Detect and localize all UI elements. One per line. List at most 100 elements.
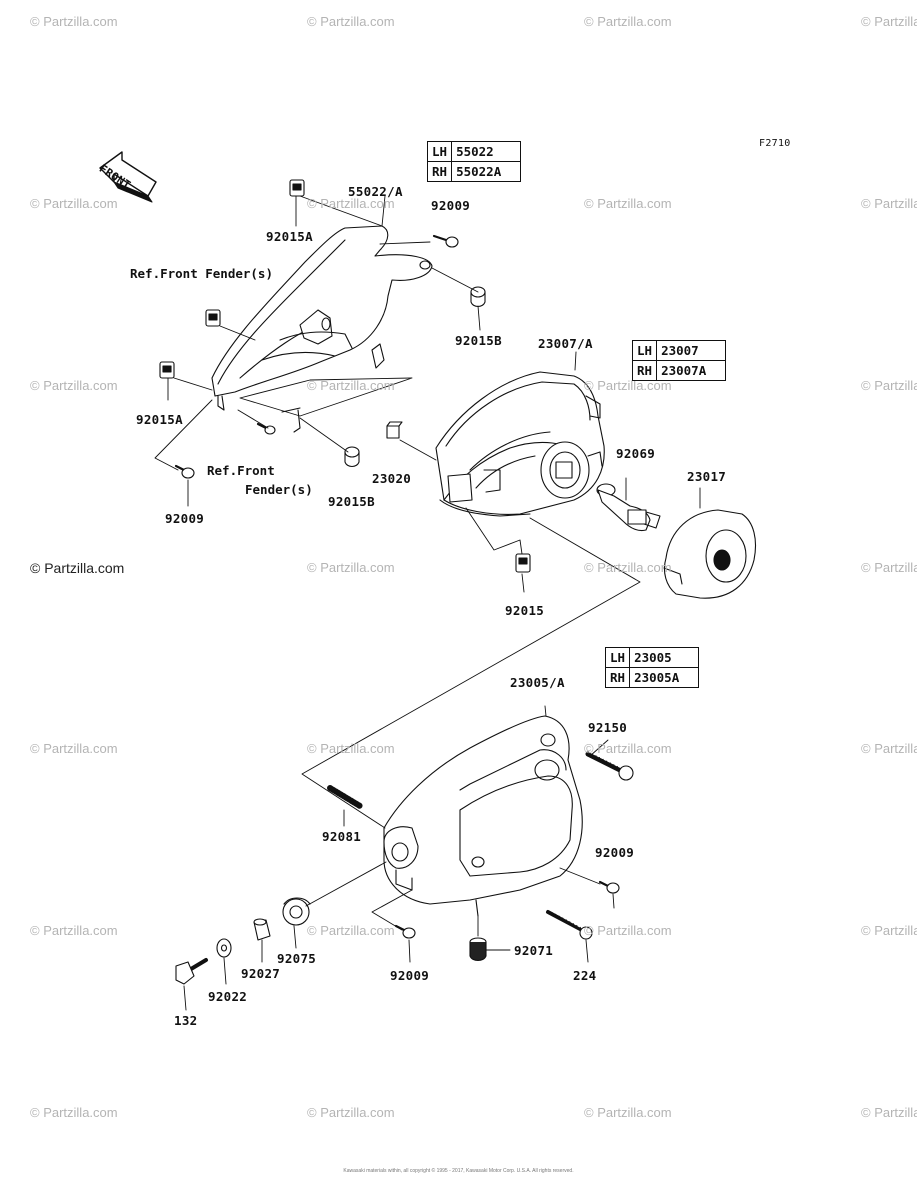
grommet-92071 — [469, 937, 487, 962]
front-arrow-icon — [99, 151, 157, 203]
watermark: © Partzilla.com — [861, 741, 917, 756]
part-label-92027[interactable]: 92027 — [241, 966, 281, 981]
part-cell: 23005 — [629, 647, 700, 668]
watermark: © Partzilla.com — [307, 923, 395, 938]
clip-fender — [205, 309, 221, 327]
watermark: © Partzilla.com — [307, 560, 395, 575]
table-row: RH 23005A — [604, 667, 700, 688]
part-label-92022[interactable]: 92022 — [208, 989, 248, 1004]
part-label-92081[interactable]: 92081 — [322, 829, 362, 844]
part-label-92015[interactable]: 92015 — [505, 603, 545, 618]
screw-92009-mid — [256, 422, 276, 435]
part-cell: 55022A — [451, 161, 522, 182]
part-label-92009[interactable]: 92009 — [431, 198, 471, 213]
watermark: © Partzilla.com — [307, 741, 395, 756]
watermark: © Partzilla.com — [861, 1105, 917, 1120]
grommet-92015b-mid — [344, 446, 360, 468]
watermark: © Partzilla.com — [30, 14, 118, 29]
clip-92015 — [515, 553, 531, 573]
part-label-92069[interactable]: 92069 — [616, 446, 656, 461]
part-label-23020[interactable]: 23020 — [372, 471, 412, 486]
watermark: © Partzilla.com — [584, 14, 672, 29]
side-cell: RH — [604, 667, 631, 688]
washer-92022 — [216, 938, 232, 958]
watermark: © Partzilla.com — [30, 378, 118, 393]
part-cell: 23007 — [656, 340, 727, 361]
part-label-92071[interactable]: 92071 — [514, 943, 554, 958]
side-table-23005: LH 23005 RH 23005A — [604, 647, 700, 688]
part-label-92009[interactable]: 92009 — [165, 511, 205, 526]
watermark: © Partzilla.com — [584, 1105, 672, 1120]
dust-cap-23017 — [663, 509, 757, 599]
screw-92009-bottom — [394, 924, 416, 939]
spring-92081 — [327, 785, 363, 809]
table-row: RH 23007A — [631, 360, 727, 381]
part-label-92075[interactable]: 92075 — [277, 951, 317, 966]
part-label-92015b[interactable]: 92015B — [328, 494, 375, 509]
part-label-92015b[interactable]: 92015B — [455, 333, 502, 348]
part-label-23017[interactable]: 23017 — [687, 469, 727, 484]
part-label-55022a[interactable]: 55022/A — [348, 184, 403, 199]
part-cell: 23007A — [656, 360, 727, 381]
figure-code: F2710 — [759, 138, 791, 149]
damper-92075 — [282, 897, 311, 926]
watermark: © Partzilla.com — [861, 14, 917, 29]
headlight-cover-55022 — [211, 225, 433, 433]
watermark: © Partzilla.com — [861, 378, 917, 393]
table-row: LH 23007 — [631, 340, 727, 361]
side-cell: RH — [426, 161, 453, 182]
watermark: © Partzilla.com — [30, 196, 118, 211]
bolt-224 — [546, 909, 593, 940]
part-label-23005a[interactable]: 23005/A — [510, 675, 565, 690]
collar-92027 — [253, 918, 271, 941]
watermark: © Partzilla.com — [584, 196, 672, 211]
part-label-92009[interactable]: 92009 — [595, 845, 635, 860]
table-row: RH 55022A — [426, 161, 522, 182]
ref-front-fender-2-line1: Ref.Front — [207, 463, 275, 478]
side-cell: LH — [631, 340, 658, 361]
part-label-23007a[interactable]: 23007/A — [538, 336, 593, 351]
watermark: © Partzilla.com — [307, 14, 395, 29]
table-row: LH 55022 — [426, 141, 522, 162]
table-row: LH 23005 — [604, 647, 700, 668]
screw-92009-right — [598, 880, 620, 894]
watermark: © Partzilla.com — [584, 741, 672, 756]
watermark: © Partzilla.com — [30, 1105, 118, 1120]
watermark: © Partzilla.com — [30, 923, 118, 938]
watermark: © Partzilla.com — [861, 923, 917, 938]
watermark: © Partzilla.com — [584, 560, 672, 575]
headlight-bracket-23005 — [383, 715, 583, 917]
part-cell: 55022 — [451, 141, 522, 162]
part-label-92015a[interactable]: 92015A — [266, 229, 313, 244]
bulb-92069 — [596, 483, 661, 532]
watermark: © Partzilla.com — [584, 378, 672, 393]
part-label-224[interactable]: 224 — [573, 968, 597, 983]
part-label-92015a[interactable]: 92015A — [136, 412, 183, 427]
headlight-unit-23007 — [435, 371, 605, 517]
side-cell: RH — [631, 360, 658, 381]
watermark-primary: © Partzilla.com — [30, 560, 125, 576]
part-label-92150[interactable]: 92150 — [588, 720, 628, 735]
bolt-92150 — [585, 751, 634, 781]
part-label-132[interactable]: 132 — [174, 1013, 198, 1028]
side-table-23007: LH 23007 RH 23007A — [631, 340, 727, 381]
watermark: © Partzilla.com — [307, 1105, 395, 1120]
part-label-92009[interactable]: 92009 — [390, 968, 430, 983]
bolt-132 — [175, 958, 208, 985]
watermark: © Partzilla.com — [861, 560, 917, 575]
clip-92015a-left — [159, 361, 175, 379]
copyright-footer: Kawasaki materials within, all copyright… — [343, 1168, 574, 1174]
ref-front-fender-2-line2: Fender(s) — [245, 482, 313, 497]
side-cell: LH — [604, 647, 631, 668]
leader-lines — [154, 195, 701, 1011]
nut-23020 — [386, 421, 403, 439]
clip-92015a-top — [289, 179, 305, 197]
watermark: © Partzilla.com — [307, 378, 395, 393]
screw-92009-top — [432, 234, 459, 248]
watermark: © Partzilla.com — [30, 741, 118, 756]
side-table-55022: LH 55022 RH 55022A — [426, 141, 522, 182]
watermark: © Partzilla.com — [307, 196, 395, 211]
part-cell: 23005A — [629, 667, 700, 688]
watermark: © Partzilla.com — [584, 923, 672, 938]
